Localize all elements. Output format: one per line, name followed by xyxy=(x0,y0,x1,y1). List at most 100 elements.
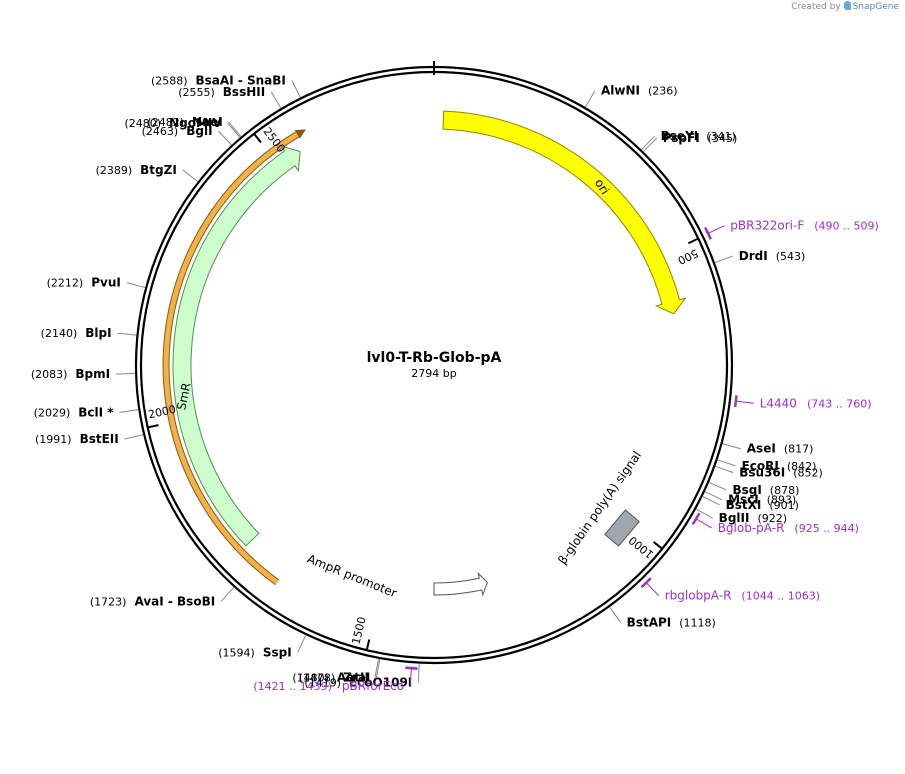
site-name: EcoRI xyxy=(742,459,779,473)
site-name: AatII xyxy=(337,670,369,684)
primer-mark-bglob-pa-r[interactable] xyxy=(691,512,701,526)
feature-label-ori: ori xyxy=(592,176,612,197)
primer-label-pbr322ori-f[interactable]: pBR322ori-F (490 .. 509) xyxy=(730,219,879,233)
site-name: BtgZI xyxy=(140,163,177,177)
backbone-circle xyxy=(134,61,734,665)
site-label-asei[interactable]: AseI (817) xyxy=(747,442,814,456)
primer-range: (743 .. 760) xyxy=(807,397,872,410)
feature-smr[interactable] xyxy=(172,145,301,547)
feature-ori[interactable] xyxy=(442,110,687,315)
feature-ampr-promoter[interactable] xyxy=(433,571,488,597)
site-label-blpi[interactable]: (2140) BlpI xyxy=(41,326,112,340)
site-label-pvui[interactable]: (2212)PvuI xyxy=(47,276,121,290)
primer-name: pBRforEco xyxy=(342,679,404,693)
site-position: (2555) xyxy=(178,86,215,99)
site-name: BstAPI xyxy=(627,615,672,629)
tick-mark xyxy=(687,237,699,245)
primer-label-l4440[interactable]: L4440 (743 .. 760) xyxy=(760,396,872,410)
site-label-alwni[interactable]: AlwNI(236) xyxy=(601,84,678,98)
credit-prefix: Created by xyxy=(791,2,841,12)
site-position: (1419) xyxy=(304,677,341,690)
site-name: BssHII xyxy=(223,85,265,99)
credit-brand: SnapGene xyxy=(852,2,899,12)
site-name: ZraI xyxy=(343,671,370,685)
site-label-avai-bsobi[interactable]: (1723) AvaI - BsoBI xyxy=(90,594,215,608)
site-label-bglii[interactable]: BglII (922) xyxy=(719,511,787,525)
site-label-bpmi[interactable]: (2083) BpmI xyxy=(31,367,110,381)
site-name: BsgI xyxy=(732,483,761,497)
site-label-bsu36i[interactable]: Bsu36I (852) xyxy=(739,466,823,480)
site-name: AvaI - BsoBI xyxy=(134,594,215,608)
site-position: (922) xyxy=(757,512,787,525)
tick-mark xyxy=(253,133,262,144)
site-position: (893) xyxy=(767,494,797,507)
site-name: BglI xyxy=(186,124,212,138)
site-label-btgzi[interactable]: (2389)BtgZI xyxy=(96,163,177,177)
primer-layer: pBR322ori-F (490 .. 509) L4440 (743 .. 760)… xyxy=(253,219,878,693)
site-label-aatii[interactable]: (1480)AatII xyxy=(292,670,369,684)
tick-label: 1500 xyxy=(350,616,369,646)
site-position: (2140) xyxy=(41,327,78,340)
orange-arc xyxy=(162,129,306,586)
primer-label-bglob-pa-r[interactable]: Bglob-pA-R(925 .. 944) xyxy=(718,521,859,535)
site-label-drdi[interactable]: DrdI(543) xyxy=(739,249,806,263)
snapgene-logo-icon xyxy=(843,1,851,10)
primer-range: (1044 .. 1063) xyxy=(741,590,820,603)
site-name: Bsu36I xyxy=(739,466,785,480)
site-label-ecoo109i[interactable]: (1419)EcoO109I xyxy=(304,676,412,690)
site-name: BlpI xyxy=(85,326,111,340)
primer-name: pBR322ori-F xyxy=(730,219,804,233)
site-label-bgli[interactable]: (2463)BglI xyxy=(142,124,213,138)
site-label-zrai[interactable]: (1478)ZraI xyxy=(299,671,371,685)
primer-name: Bglob-pA-R xyxy=(718,521,785,535)
plasmid-name: lvl0-T-Rb-Glob-pA xyxy=(367,350,502,366)
site-position: (852) xyxy=(793,467,823,480)
site-label-pspfi[interactable]: PspFI(345) xyxy=(663,131,738,145)
primer-label-rbglobpa-r[interactable]: rbglobpA-R(1044 .. 1063) xyxy=(665,589,820,603)
site-label-bcli[interactable]: (2029)BclI * xyxy=(34,405,115,419)
site-name: MscI xyxy=(728,493,759,507)
site-name: BsaAI - SnaBI xyxy=(196,74,286,88)
site-name: PvuI xyxy=(91,276,121,290)
primer-mark-pbr322ori-f[interactable] xyxy=(704,227,712,240)
site-label-naei[interactable]: (2482)NaeI xyxy=(147,115,222,129)
snapgene-credit: Created by SnapGene xyxy=(791,1,899,12)
site-name: BstEII xyxy=(80,432,119,446)
feature-label-globin-poly-a-signal: β-globin poly(A) signal xyxy=(555,448,644,567)
site-label-bstapi[interactable]: BstAPI (1118) xyxy=(627,615,716,629)
tick-mark xyxy=(365,639,371,651)
site-name: BpmI xyxy=(75,367,110,381)
site-label-bseyi[interactable]: BseYI(341) xyxy=(661,129,736,143)
site-name: NgoMIV xyxy=(169,116,222,130)
site-name: PspFI xyxy=(663,131,700,145)
tick-label: 2000 xyxy=(147,403,177,422)
site-position: (1118) xyxy=(679,616,716,629)
site-name: NaeI xyxy=(192,115,223,129)
site-label-msci[interactable]: MscI (893) xyxy=(728,493,796,507)
site-label-bsteii[interactable]: (1991) BstEII xyxy=(35,432,119,446)
site-position: (842) xyxy=(787,460,817,473)
site-label-bstxi[interactable]: BstXI(901) xyxy=(726,498,799,512)
site-position: (1723) xyxy=(90,595,127,608)
primer-name: L4440 xyxy=(760,396,797,410)
site-label-sspi[interactable]: (1594)SspI xyxy=(218,645,291,659)
site-label-ecori[interactable]: EcoRI (842) xyxy=(742,459,817,473)
site-name: BglII xyxy=(719,511,750,525)
site-label-bsgi[interactable]: BsgI (878) xyxy=(732,483,799,497)
site-label-bsaai-snabi[interactable]: (2588)BsaAI - SnaBI xyxy=(151,74,286,88)
site-name: AseI xyxy=(747,442,776,456)
primer-range: (490 .. 509) xyxy=(814,220,879,233)
primer-label-pbrforeco[interactable]: (1421 .. 1439)pBRforEco xyxy=(253,679,404,693)
site-position: (1991) xyxy=(35,433,72,446)
site-name: AlwNI xyxy=(601,84,640,98)
site-label-bsshii[interactable]: (2555) BssHII xyxy=(178,85,265,99)
site-label-ngomiv[interactable]: (2480)NgoMIV xyxy=(124,116,222,130)
site-position: (878) xyxy=(770,484,800,497)
site-position: (2083) xyxy=(31,368,68,381)
feature-globin-poly-a-signal[interactable] xyxy=(604,509,640,547)
site-position: (817) xyxy=(784,443,814,456)
feature-label-ampr-promoter: AmpR promoter xyxy=(305,552,399,601)
tick-mark xyxy=(147,424,159,429)
site-position: (2029) xyxy=(34,406,71,419)
